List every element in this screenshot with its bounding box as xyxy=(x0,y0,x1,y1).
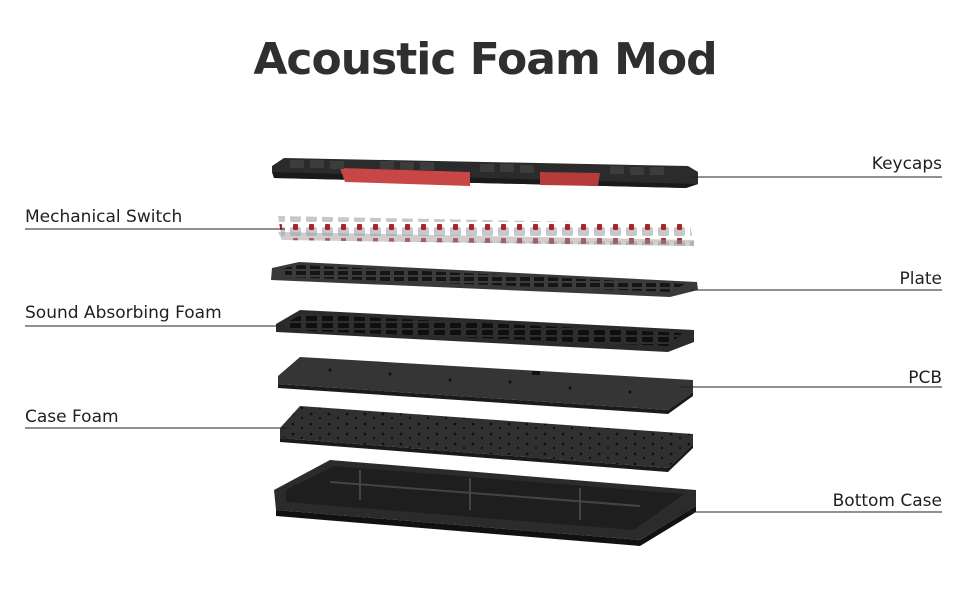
label-keycaps: Keycaps xyxy=(871,154,942,174)
label-plate: Plate xyxy=(899,269,942,289)
switches-layer xyxy=(278,216,694,246)
plate-layer xyxy=(271,262,698,297)
label-bottom-case: Bottom Case xyxy=(832,491,942,511)
page-title: Acoustic Foam Mod xyxy=(253,34,717,85)
leader-lines xyxy=(25,176,942,513)
sound-foam-layer xyxy=(276,310,694,352)
label-case-foam: Case Foam xyxy=(25,407,119,427)
case-foam-layer xyxy=(280,406,693,472)
bottom-case-layer xyxy=(274,460,696,546)
label-pcb: PCB xyxy=(908,368,942,388)
label-sound-absorbing-foam: Sound Absorbing Foam xyxy=(25,303,222,323)
label-mechanical-switch: Mechanical Switch xyxy=(25,207,183,227)
keycaps-layer xyxy=(272,158,698,188)
pcb-layer xyxy=(278,357,693,414)
